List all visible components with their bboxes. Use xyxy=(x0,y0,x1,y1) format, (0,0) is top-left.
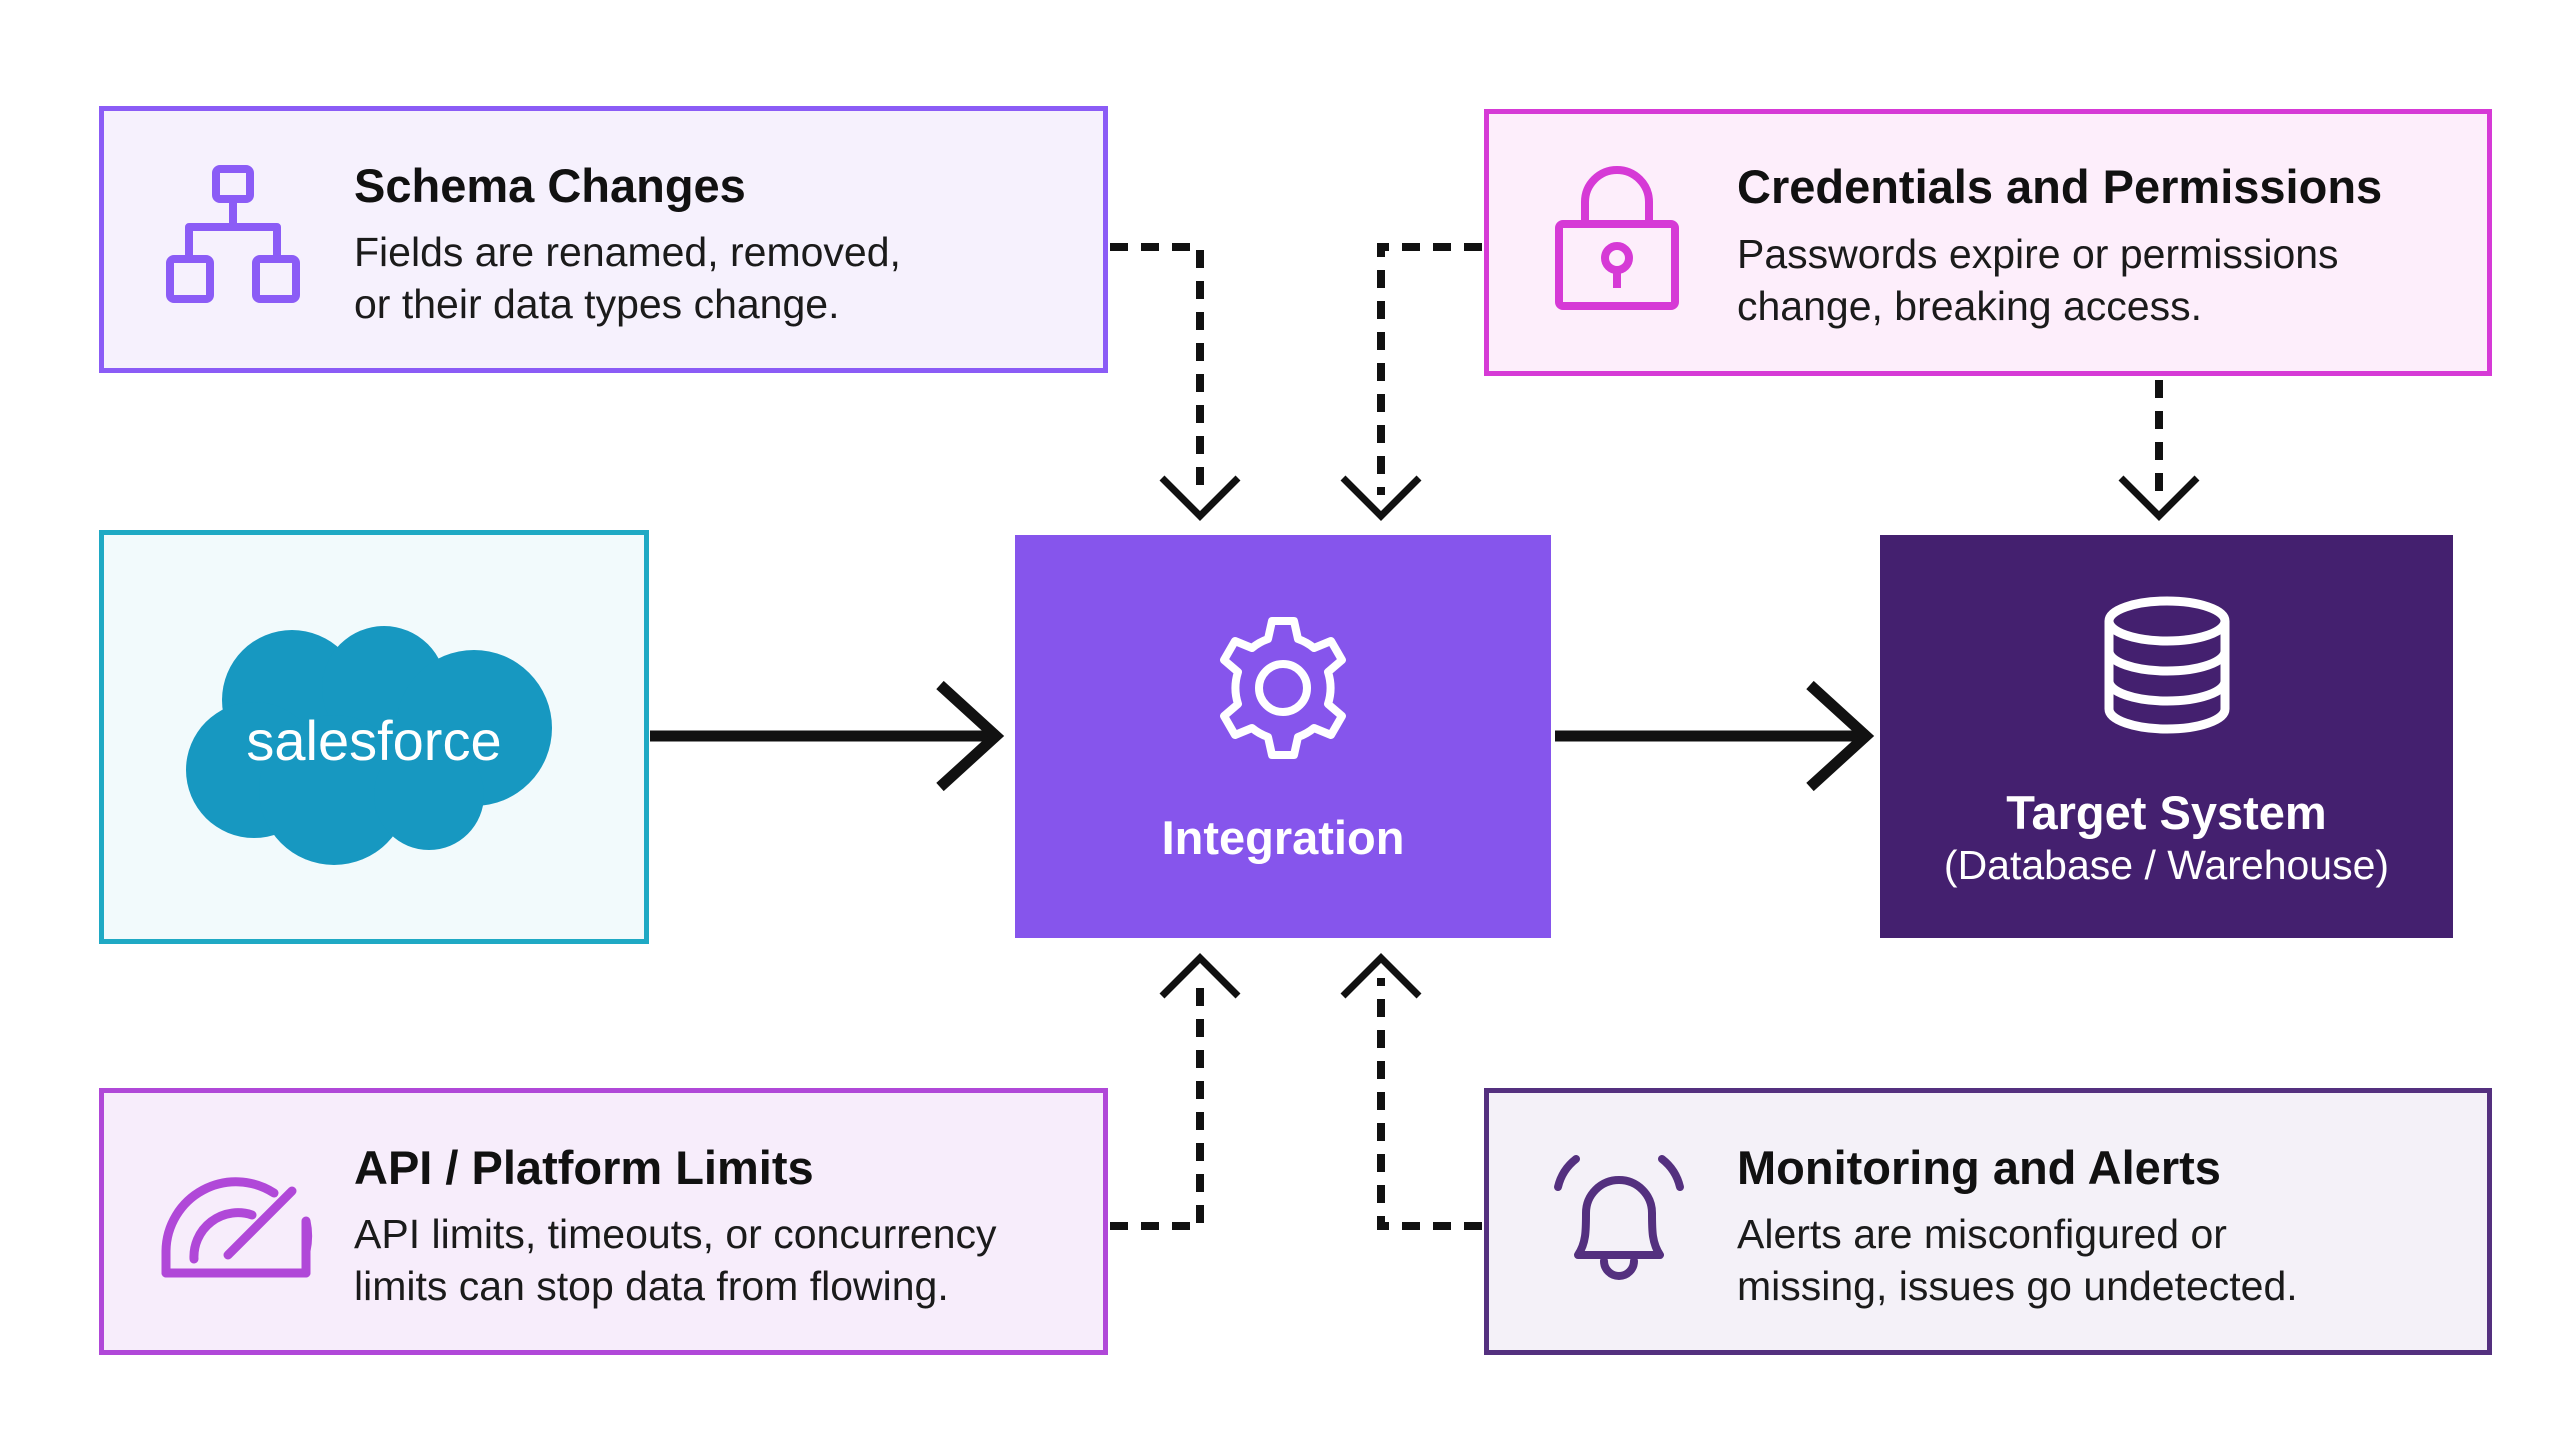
salesforce-cloud-logo: salesforce xyxy=(186,626,552,865)
target-system-subtitle: (Database / Warehouse) xyxy=(1943,842,2390,888)
schema-changes-desc-line-2: or their data types change. xyxy=(354,281,840,327)
credentials-permissions-card: Credentials and Permissions Passwords ex… xyxy=(1484,109,2492,376)
monitoring-desc-line-1: Alerts are misconfigured or xyxy=(1737,1211,2227,1257)
arrow-salesforce-to-integration xyxy=(650,680,1005,792)
dashed-arrow-monitoring-to-integration xyxy=(1340,953,1482,1230)
target-system-title: Target System xyxy=(2006,786,2327,839)
integration-label: Integration xyxy=(1161,811,1405,864)
monitoring-title: Monitoring and Alerts xyxy=(1737,1141,2221,1194)
dashed-arrow-api-to-integration xyxy=(1110,953,1241,1230)
dashed-arrow-credentials-to-integration xyxy=(1340,243,1482,521)
dashed-arrow-schema-to-integration xyxy=(1110,243,1241,521)
target-system-box: Target System (Database / Warehouse) xyxy=(1880,535,2453,938)
salesforce-source-box: salesforce xyxy=(99,530,649,944)
schema-changes-title: Schema Changes xyxy=(354,159,746,212)
lock-icon xyxy=(1555,166,1679,310)
api-limits-title: API / Platform Limits xyxy=(354,1141,814,1194)
api-limits-desc-line-2: limits can stop data from flowing. xyxy=(354,1263,949,1309)
credentials-description: Passwords expire or permissions change, … xyxy=(1737,228,2339,332)
api-limits-desc-line-1: API limits, timeouts, or concurrency xyxy=(354,1211,997,1257)
schema-changes-desc-line-1: Fields are renamed, removed, xyxy=(354,229,901,275)
monitoring-description: Alerts are misconfigured or missing, iss… xyxy=(1737,1208,2298,1312)
credentials-desc-line-1: Passwords expire or permissions xyxy=(1737,231,2339,277)
api-platform-limits-card: API / Platform Limits API limits, timeou… xyxy=(99,1088,1108,1355)
api-limits-description: API limits, timeouts, or concurrency lim… xyxy=(354,1208,997,1312)
schema-changes-card: Schema Changes Fields are renamed, remov… xyxy=(99,106,1108,373)
salesforce-logo-text: salesforce xyxy=(246,709,501,772)
arrow-integration-to-target xyxy=(1555,680,1875,792)
integration-box: Integration xyxy=(1015,535,1551,938)
bell-icon xyxy=(1554,1155,1684,1280)
gauge-icon xyxy=(161,1177,313,1278)
gear-icon xyxy=(1220,617,1346,759)
credentials-title: Credentials and Permissions xyxy=(1737,160,2383,213)
monitoring-alerts-card: Monitoring and Alerts Alerts are misconf… xyxy=(1484,1088,2492,1355)
database-icon xyxy=(2104,596,2230,734)
schema-changes-description: Fields are renamed, removed, or their da… xyxy=(354,226,901,330)
monitoring-desc-line-2: missing, issues go undetected. xyxy=(1737,1263,2298,1309)
hierarchy-icon xyxy=(166,165,300,303)
dashed-arrow-credentials-to-target xyxy=(2118,380,2200,521)
credentials-desc-line-2: change, breaking access. xyxy=(1737,283,2202,329)
